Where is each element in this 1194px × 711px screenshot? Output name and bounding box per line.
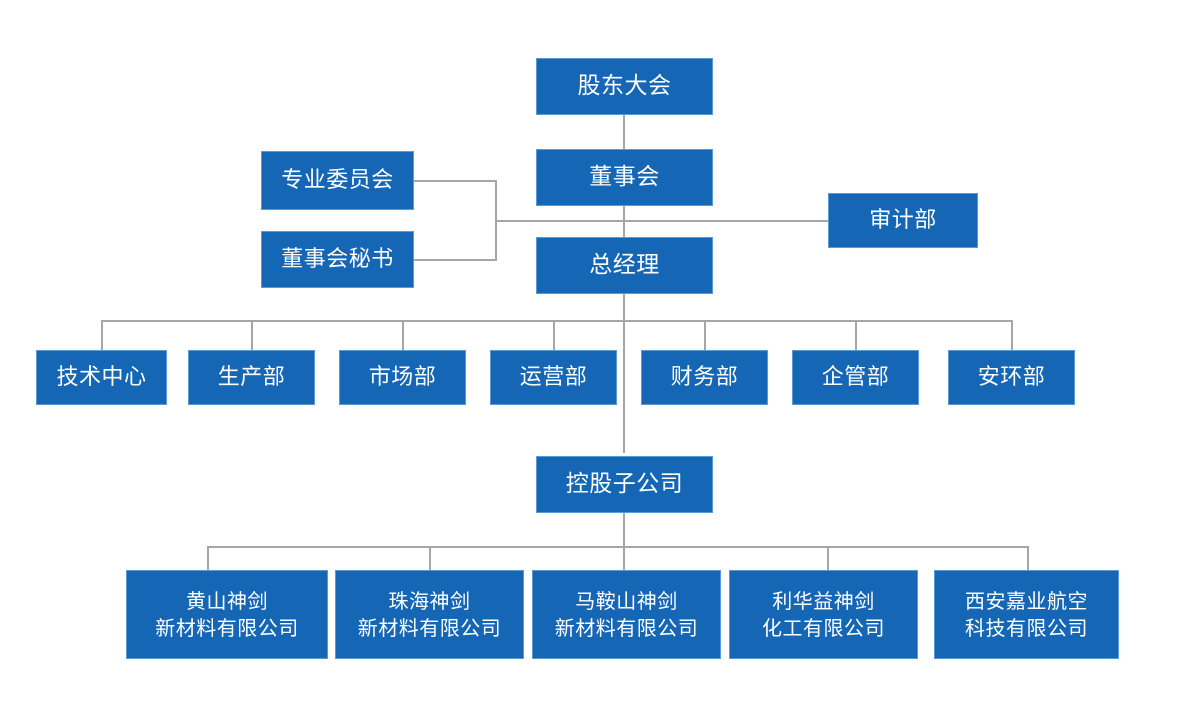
connector-committee-stub (413, 180, 497, 182)
connector-subsidiaries-header-to-bus (623, 512, 625, 548)
node-department-marketing[interactable]: 市场部 (339, 350, 466, 405)
connector-drop-department-5 (704, 320, 706, 350)
connector-drop-department-4 (553, 320, 555, 350)
connector-drop-subsidiary-1 (207, 546, 209, 572)
connector-subsidiary-bus (207, 546, 1028, 548)
connector-spine-to-audit (623, 220, 829, 222)
connector-left-bracket-to-spine (495, 220, 625, 222)
connector-drop-department-6 (855, 320, 857, 350)
node-department-operations[interactable]: 运营部 (490, 350, 617, 405)
node-subsidiary-huangshan[interactable]: 黄山神剑 新材料有限公司 (126, 570, 328, 659)
node-professional-committee[interactable]: 专业委员会 (261, 151, 414, 210)
connector-drop-department-1 (101, 320, 103, 350)
node-board-of-directors[interactable]: 董事会 (536, 149, 713, 206)
connector-shareholders-to-board (623, 114, 625, 150)
node-subsidiary-zhuhai[interactable]: 珠海神剑 新材料有限公司 (335, 570, 524, 659)
node-department-production[interactable]: 生产部 (188, 350, 315, 405)
node-department-technology-center[interactable]: 技术中心 (36, 350, 167, 405)
node-department-enterprise-management[interactable]: 企管部 (792, 350, 919, 405)
node-subsidiary-maanshan[interactable]: 马鞍山神剑 新材料有限公司 (532, 570, 721, 659)
connector-manager-to-department-bus (623, 293, 625, 453)
node-department-safety-environment[interactable]: 安环部 (948, 350, 1075, 405)
connector-drop-subsidiary-5 (1027, 546, 1029, 572)
node-audit-department[interactable]: 审计部 (828, 193, 978, 248)
node-general-manager[interactable]: 总经理 (536, 237, 713, 294)
node-holding-subsidiaries[interactable]: 控股子公司 (536, 456, 713, 513)
connector-board-to-manager (623, 206, 625, 238)
node-subsidiary-xian-jiaye[interactable]: 西安嘉业航空 科技有限公司 (934, 570, 1119, 659)
connector-drop-subsidiary-2 (429, 546, 431, 572)
connector-department-bus (101, 320, 1012, 322)
connector-drop-department-3 (402, 320, 404, 350)
connector-drop-subsidiary-4 (827, 546, 829, 572)
connector-drop-department-7 (1011, 320, 1013, 350)
connector-drop-subsidiary-3 (623, 546, 625, 572)
connector-drop-department-2 (251, 320, 253, 350)
node-shareholders-meeting[interactable]: 股东大会 (536, 58, 713, 115)
node-board-secretary[interactable]: 董事会秘书 (261, 231, 414, 288)
node-department-finance[interactable]: 财务部 (641, 350, 768, 405)
connector-secretary-stub (413, 259, 497, 261)
node-subsidiary-lihuayi[interactable]: 利华益神剑 化工有限公司 (729, 570, 918, 659)
